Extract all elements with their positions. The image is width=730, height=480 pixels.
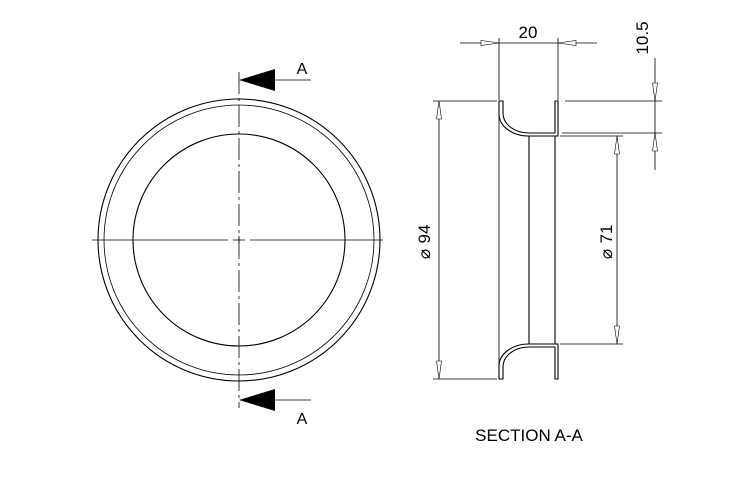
- dim-arrow-icon: [652, 82, 658, 102]
- dim-arrow-icon: [436, 100, 442, 120]
- section-title: SECTION A-A: [475, 426, 583, 445]
- front-view: A A: [92, 61, 383, 428]
- dim-arrow-icon: [480, 40, 500, 46]
- dim-outer-diameter-label: 94: [415, 225, 434, 244]
- dim-arrow-icon: [614, 325, 620, 345]
- dim-width-label: 20: [519, 23, 538, 42]
- section-arrow-top-icon: [239, 69, 275, 91]
- section-marker-top: A: [297, 61, 308, 78]
- dimensions: 20 10.5 ⌀ 94 ⌀ 71: [415, 21, 662, 380]
- section-marker-bottom: A: [297, 411, 308, 428]
- dim-rim-label: 10.5: [633, 21, 652, 54]
- dim-arrow-icon: [614, 135, 620, 155]
- section-arrow-bottom-icon: [239, 389, 275, 411]
- diameter-symbol: ⌀: [597, 249, 616, 259]
- dim-arrow-icon: [652, 132, 658, 152]
- diameter-symbol: ⌀: [415, 249, 434, 259]
- dim-arrow-icon: [436, 360, 442, 380]
- section-view: [498, 100, 559, 380]
- section-profile-top: [498, 100, 559, 137]
- section-profile-bottom: [498, 343, 559, 380]
- dim-inner-diameter-label: 71: [597, 225, 616, 244]
- dim-arrow-icon: [557, 40, 577, 46]
